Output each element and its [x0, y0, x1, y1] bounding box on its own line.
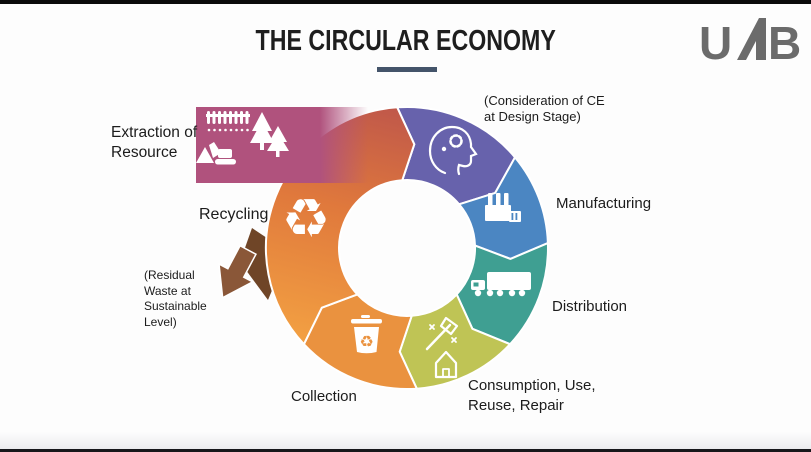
label-recycling: Recycling — [199, 206, 269, 223]
label-consumption-use-reuse-repair: Consumption, Use, Reuse, Repair — [468, 377, 596, 414]
pine-trees-icon — [250, 112, 289, 157]
label-manufacturing: Manufacturing — [556, 195, 652, 212]
logo-letter-b: B — [768, 17, 801, 66]
excavator-icon — [196, 142, 236, 165]
recycle-bin-icon: ♻ — [351, 315, 382, 354]
letterbox-bottom-bar — [0, 432, 811, 452]
house-icon — [434, 350, 458, 379]
logo-letter-a-mark — [737, 18, 766, 60]
label-extraction-of-resource: Extraction of Resource — [111, 124, 198, 161]
label-distribution: Distribution — [552, 298, 628, 315]
label-collection: Collection — [291, 388, 357, 405]
bin-recycle-glyph: ♻ — [359, 332, 373, 351]
factory-icon — [485, 193, 521, 222]
consumption-icons — [425, 316, 459, 379]
mallet-icon — [425, 316, 459, 351]
recycling-symbol-icon: ♻ — [282, 187, 330, 250]
fence-icon — [206, 111, 250, 132]
letterbox-top-bar — [0, 0, 811, 4]
residual-arrow-head — [218, 244, 257, 299]
logo-letter-u: U — [699, 17, 732, 66]
truck-icon — [471, 272, 531, 297]
label-residual-waste: (Residual Waste at Sustainable Level) — [144, 268, 207, 329]
label-design-stage-note: (Consideration of CE at Design Stage) — [484, 93, 605, 124]
extraction-icons — [196, 111, 289, 165]
page-title-text: THE CIRCULAR ECONOMY — [255, 25, 556, 57]
title-underline — [377, 67, 437, 72]
design-head-gear-icon — [428, 125, 478, 176]
gear-icon — [449, 134, 463, 148]
uab-logo: U B — [699, 17, 801, 66]
page-title: THE CIRCULAR ECONOMY — [0, 25, 811, 58]
